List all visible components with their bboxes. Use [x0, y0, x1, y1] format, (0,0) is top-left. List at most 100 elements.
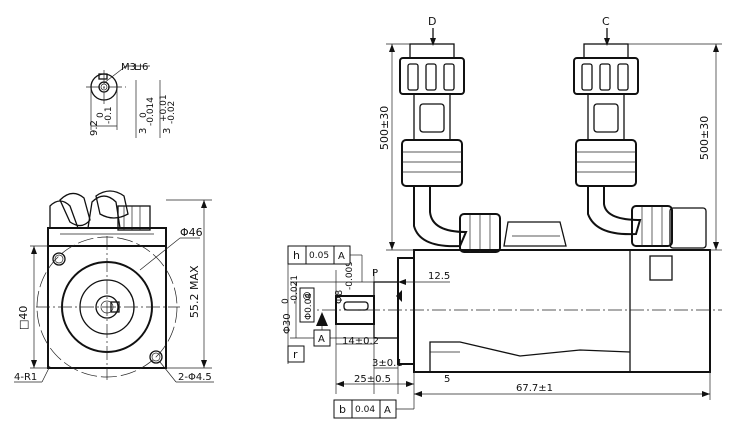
mount-hole-br: [149, 350, 163, 364]
keyway-slot: [98, 73, 108, 80]
frame-b-symbol: b: [339, 403, 346, 416]
cable-left-arrow-top: [389, 44, 395, 52]
key-length: 14±0.2: [342, 336, 379, 347]
hole-label: 2-Φ4.5: [178, 372, 212, 383]
motor-body: [413, 249, 711, 373]
frame-h-value: 0.05: [309, 251, 329, 261]
dim-92-value: 9.2: [89, 120, 100, 136]
dim-40-label: □40: [17, 306, 30, 330]
front-connector-left: [49, 200, 79, 229]
cable-c-bend: [587, 185, 642, 236]
connector-d-grip-1: [407, 63, 419, 91]
dim-552-label: 55.2 MAX: [188, 265, 201, 318]
connector-d-cap: [409, 43, 455, 59]
view-c-arrowhead: [604, 38, 610, 46]
keyway-detail: M3 ⊔ 6 9.2 0 -0.1 3 0 -0.014 3 +0.01 -0.…: [86, 62, 177, 138]
dim55-arrow-top: [201, 200, 207, 208]
body-arrow-right: [702, 391, 710, 397]
connector-c-cap: [583, 43, 629, 59]
front-view: □40 55.2 MAX Φ46 4-R1 2-Φ4.5: [14, 190, 214, 383]
cable-d-bend: [413, 185, 468, 248]
body-arrow-left: [414, 391, 422, 397]
frame-b-value: 0.04: [355, 405, 375, 415]
front-connector-left-cap: [59, 192, 91, 227]
shaft-circle: [95, 295, 119, 319]
thread-depth-symbol: ⊔: [134, 62, 142, 73]
frame-r-symbol-cell: [287, 345, 305, 363]
shaft-keyway: [343, 301, 369, 311]
datum-triangle: [316, 312, 328, 326]
dia46-leader: [139, 237, 181, 271]
mount-hole-tl-inner: [54, 254, 64, 264]
frame-h-datum: A: [338, 251, 345, 262]
dim-3b-tol-upper: +0.01: [159, 94, 169, 122]
dim-3: 3±0.1: [372, 358, 403, 369]
dim-3a-tol-upper: 0: [139, 112, 149, 118]
dim-5: 5: [444, 374, 450, 385]
connector-d-window: [419, 103, 445, 133]
pilot-diameter: Φ30: [282, 313, 293, 334]
p-arrow: [396, 290, 402, 302]
dim-3b-value: 3: [162, 128, 173, 134]
dim-3b-tol-lower: -0.02: [167, 101, 177, 124]
mount-hole-br-inner: [151, 352, 161, 362]
dim40-arrow-top: [31, 246, 37, 254]
connector-c-window: [593, 103, 619, 133]
radius-leader: [41, 365, 51, 383]
connector-d-collar: [401, 139, 463, 187]
dim-3a-value: 3: [138, 128, 149, 134]
side-view: D C: [281, 15, 722, 400]
frame-h-symbol: h: [293, 249, 300, 262]
dim125-arrow: [398, 279, 406, 285]
concentric-symbol-inner: [305, 294, 309, 298]
connector-c-housing: [669, 207, 707, 249]
terminal-box: [503, 221, 567, 247]
shaft-diameter: Φ8: [334, 290, 345, 304]
cable-right-arrow-top: [713, 44, 719, 52]
dia-46-label: Φ46: [180, 226, 203, 239]
concentric-value: Φ0.04: [304, 293, 314, 320]
hole-leader: [159, 361, 177, 383]
front-connector-right: [87, 195, 121, 229]
label-p: P: [372, 268, 378, 279]
cable-right-arrow-bottom: [713, 242, 719, 250]
dim-92-tol-lower: -0.1: [104, 106, 114, 124]
frame-r-symbol: r: [293, 348, 298, 361]
dim-125: 12.5: [428, 271, 450, 282]
dim25-arrow-left: [336, 381, 344, 387]
dim-3a-tol-lower: -0.014: [146, 97, 156, 126]
mount-hole-tl: [52, 252, 66, 266]
dim-25: 25±0.5: [354, 374, 391, 385]
dim55-arrow-bottom: [201, 360, 207, 368]
side-flange: [397, 257, 415, 365]
connector-c: [573, 43, 707, 249]
cable-right-length: 500±30: [698, 116, 711, 160]
tolerance-frame-h: h 0.05 A: [287, 245, 363, 364]
body-contour: [429, 341, 631, 372]
thread-label: M3: [121, 62, 136, 73]
connector-c-grip-2: [599, 63, 611, 91]
dim25-arrow-right: [406, 381, 414, 387]
front-connector-housing: [117, 205, 151, 231]
frame-b-datum: A: [384, 405, 391, 416]
connector-d-grip-3: [443, 63, 455, 91]
connector-d: [399, 43, 501, 253]
view-c-label: C: [602, 15, 610, 28]
pilot-tol-upper: 0: [281, 298, 291, 304]
thread-leader: [103, 65, 127, 84]
pilot-tol-lower: -0.021: [290, 275, 300, 304]
view-d-label: D: [428, 15, 436, 28]
thread-depth: 6: [142, 62, 148, 73]
datum-a: A: [318, 334, 325, 345]
dim-92-tol-upper: 0: [96, 112, 106, 118]
connector-c-grip-1: [581, 63, 593, 91]
view-d-arrowhead: [430, 38, 436, 46]
connector-c-collar: [575, 139, 637, 187]
tolerance-frame-b: b 0.04 A: [333, 399, 415, 419]
corner-radius-label: 4-R1: [14, 372, 37, 383]
dim40-arrow-bottom: [31, 360, 37, 368]
datum-box: [313, 329, 331, 347]
front-connector-right-cap: [95, 190, 129, 219]
cable-left-arrow-bottom: [389, 242, 395, 250]
